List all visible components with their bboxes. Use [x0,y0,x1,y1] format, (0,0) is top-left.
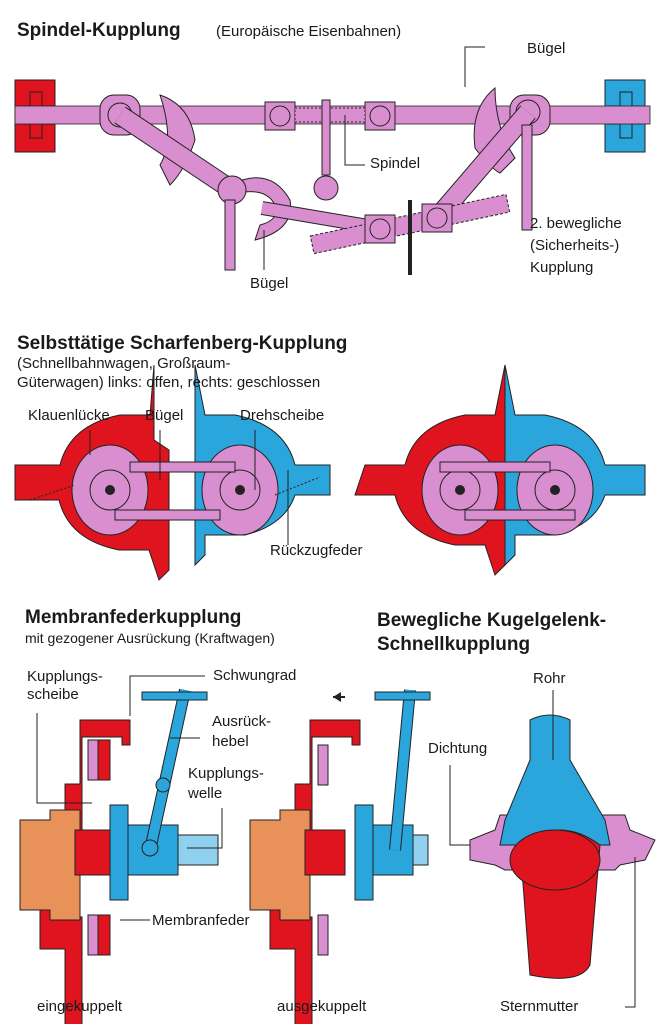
label-kupplungswelle-1: Kupplungs- [188,765,264,782]
kugel-coupling-drawing [469,714,656,979]
label-buegel: Bügel [145,407,184,424]
arrow-left-icon [333,692,341,702]
label-rohr: Rohr [533,670,566,687]
kugel-title-1: Bewegliche Kugelgelenk- [377,610,607,631]
label-kupplungsscheibe-1: Kupplungs- [27,668,103,685]
label-ausrueckhebel-1: Ausrück- [212,713,272,730]
label-rueckzugfeder: Rückzugfeder [270,542,363,559]
label-dichtung: Dichtung [428,740,488,757]
label-ausrueckhebel-2: hebel [212,733,249,750]
scharfenberg-closed-drawing [354,364,646,576]
scharfenberg-subtitle-1: (Schnellbahnwagen, Großraum- [17,355,231,372]
membran-disengaged-drawing [249,689,431,1024]
membran-leaders [36,675,223,921]
label-kupplungswelle-2: welle [188,785,223,802]
membran-subtitle: mit gezogener Ausrückung (Kraftwagen) [25,630,275,646]
spindel-title: Spindel-Kupplung [17,20,181,41]
label-kupplungsscheibe-2: scheibe [27,686,79,703]
label-spindel: Spindel [370,155,421,172]
label-schwungrad: Schwungrad [213,667,297,684]
label-secondary-3: Kupplung [530,259,594,276]
label-klauenluecke: Klauenlücke [28,407,110,424]
scharfenberg-subtitle-2: Güterwagen) links: offen, rechts: geschl… [17,374,321,391]
label-secondary-1: 2. bewegliche [530,215,622,232]
spindel-coupling-drawing [14,46,651,275]
scharfenberg-leaders [89,430,289,545]
label-ausgekuppelt: ausgekuppelt [277,998,367,1015]
label-drehscheibe: Drehscheibe [240,407,325,424]
label-buegel-bottom: Bügel [250,275,289,292]
label-buegel-top: Bügel [527,40,566,57]
scharfenberg-title: Selbsttätige Scharfenberg-Kupplung [17,333,348,354]
kugel-title-2: Schnellkupplung [377,634,531,655]
label-secondary-2: (Sicherheits-) [530,237,620,254]
kugel-leaders [449,690,636,1008]
scharfenberg-open-drawing [14,364,331,581]
membran-engaged-drawing [19,688,219,1024]
spindel-subtitle: (Europäische Eisenbahnen) [216,23,402,40]
label-eingekuppelt: eingekuppelt [37,998,123,1015]
membran-title: Membranfederkupplung [25,607,242,628]
label-sternmutter: Sternmutter [500,998,579,1015]
label-membranfeder: Membranfeder [152,912,250,929]
